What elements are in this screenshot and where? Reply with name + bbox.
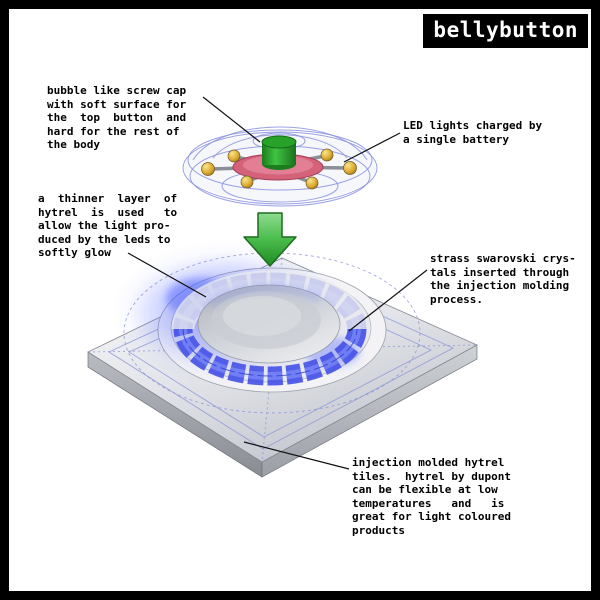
- annotation-line: hytrel is used to: [38, 205, 178, 219]
- annotation-crystals: strass swarovski crys- tals inserted thr…: [430, 252, 576, 306]
- annotation-line: strass swarovski crys-: [430, 252, 576, 266]
- annotation-line: a single battery: [403, 132, 509, 146]
- annotation-line: duced by the leds to: [38, 232, 171, 246]
- annotation-line: LED lights charged by: [403, 119, 543, 133]
- annotation-line: can be flexible at low: [352, 483, 498, 497]
- annotation-line: great for light coloured: [352, 510, 511, 524]
- annotation-line: temperatures and is: [352, 496, 505, 510]
- annotation-line: tiles. hytrel by dupont: [352, 469, 511, 483]
- annotation-line: tals inserted through: [430, 265, 570, 279]
- annotation-line: the injection molding: [430, 279, 570, 293]
- leader-line: [243, 441, 350, 470]
- logo: bellybutton: [423, 14, 588, 48]
- tile-panel-illustration: [87, 252, 478, 478]
- annotation-line: a thinner layer of: [38, 192, 178, 206]
- annotation-line: hard for the rest of: [47, 124, 180, 138]
- annotation-hytrel-layer: a thinner layer of hytrel is used to all…: [38, 192, 178, 260]
- bowl-highlight: [223, 296, 301, 336]
- annotation-line: with soft surface for: [47, 97, 187, 111]
- annotation-line: the top button and: [47, 111, 187, 125]
- annotation-line: softly glow: [38, 246, 111, 260]
- annotation-line: process.: [430, 292, 483, 306]
- bowl-glow-arc: [209, 286, 321, 307]
- logo-text: bellybutton: [433, 18, 578, 42]
- leader-line: [348, 269, 428, 332]
- crystal-ring: [171, 270, 369, 386]
- button-device-illustration: [182, 126, 378, 207]
- screw-cap: [261, 135, 297, 170]
- leader-line: [343, 132, 401, 163]
- annotation-line: products: [352, 523, 405, 537]
- annotation-line: allow the light pro-: [38, 219, 171, 233]
- annotation-line: injection molded hytrel: [352, 456, 505, 470]
- down-arrow-icon: [243, 212, 297, 267]
- annotation-tiles: injection molded hytrel tiles. hytrel by…: [352, 456, 511, 537]
- leader-line: [202, 96, 261, 143]
- leader-lines: [127, 96, 428, 470]
- annotation-line: the body: [47, 138, 100, 152]
- annotation-line: bubble like screw cap: [47, 84, 187, 98]
- led-lights: [201, 148, 357, 190]
- leader-line: [127, 252, 207, 298]
- annotation-led: LED lights charged by a single battery: [403, 119, 543, 146]
- annotation-screw-cap: bubble like screw cap with soft surface …: [47, 84, 187, 152]
